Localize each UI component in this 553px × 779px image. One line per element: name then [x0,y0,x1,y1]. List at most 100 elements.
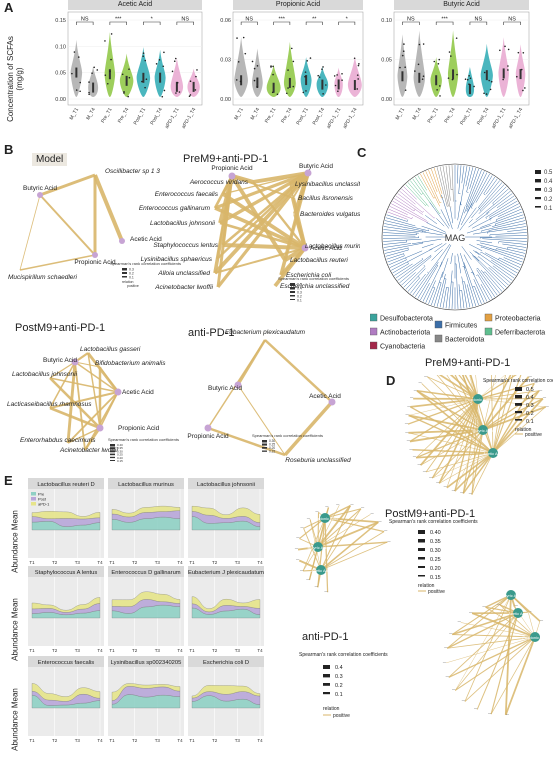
data-point [337,90,339,93]
stream-layer [31,683,101,702]
data-point [79,81,82,84]
circle-network-edge [492,406,546,454]
legend-swatch [515,395,522,399]
tree-branch [466,191,469,193]
circle-network-edge [320,508,362,571]
tree-branch [491,217,525,227]
circle-network-edge [452,633,536,638]
stream-x-tick: T3 [235,738,241,743]
stream-x-tick: T2 [52,648,58,653]
x-tick-label: Post_T4 [312,107,327,126]
node-label: Bacteroides vulgatus [300,211,360,218]
data-point [73,51,76,53]
facet-title-propionic: Propionic Acid [233,0,363,10]
tree-branch [464,281,471,308]
tree-branch [457,201,461,221]
data-point [468,83,470,85]
data-point [176,81,179,84]
tree-branch [488,200,518,218]
data-point [437,62,440,65]
tree-branch [495,223,497,226]
data-point [285,92,288,95]
tree-branch [495,248,497,251]
network-edge [216,172,310,288]
tree-branch [405,184,426,206]
y-tick-label: 0.10 [381,18,392,24]
data-point [451,78,454,81]
data-point [358,63,360,65]
x-tick-label: aPD-1_T1 [491,107,508,130]
legend-swatch [515,411,522,414]
circle-network-taxon-label: — [482,604,486,608]
tree-branch [397,193,423,213]
circle-network-edge [482,375,496,431]
legend-title: Spearman's rank correlation coefficients [108,437,179,442]
tree-branch [480,284,490,301]
circle-network-edge [320,521,379,571]
data-point [447,77,450,79]
network-edge [49,361,76,409]
node-label: Propionic Acid [74,259,116,266]
circle-network-taxon-label: — [452,488,456,492]
network-edge [214,247,306,274]
sig-bracket [76,21,94,25]
circle-network-taxon-label: — [534,380,538,384]
network-edge [39,194,96,256]
scale-value: 0.1 [544,206,553,212]
data-point [305,90,307,92]
data-point [272,65,274,68]
circle-network-taxon-label: — [543,396,547,400]
sig-label: NS [245,17,253,23]
tree-branch [427,271,429,274]
circle-network-edge [415,429,484,459]
violin [136,47,151,97]
stream-layer [191,685,261,699]
data-point [399,66,401,69]
tree-branch [439,166,449,207]
circle-network-edge [446,636,536,664]
data-point [110,33,113,35]
circle-network-edge [510,594,541,622]
data-point [439,95,441,97]
network-edge [279,172,310,276]
tree-branch [433,217,436,219]
tree-branch [384,220,429,232]
circle-network-taxon-label: — [423,469,427,473]
phylum-legend-svg: DesulfobacterotaActinobacteriotaCyanobac… [369,313,545,351]
data-point [502,78,504,81]
sig-bracket [503,21,521,25]
circle-network-edge [452,612,519,636]
tree-branch [464,169,482,214]
circle-network-edge [454,636,536,691]
circle-network-taxon-label: — [462,699,466,703]
tree-branch [474,286,482,305]
tree-branch [394,263,413,276]
node-label: Acetic Acid [130,236,162,243]
data-point [485,93,488,95]
scale-value: 0.5 [544,170,553,176]
legend-value: 0.20 [117,456,123,460]
circle-network-taxon-label: — [407,404,411,408]
stream-legend-swatch [31,497,36,501]
legend-swatch [110,450,115,453]
legend-value: 0.1 [129,276,134,280]
stream-facet-title: Lactobacillus murinus [118,482,174,488]
circle-network-edge [439,452,494,484]
violin-box [401,71,404,82]
tree-branch [383,238,422,242]
stream-facet-title: Eubacterium J plexicaudatum [188,570,264,576]
legend-value: 0.3 [335,674,343,680]
tree-branch [420,173,434,199]
tree-branch [389,206,408,215]
tree-branch [480,269,500,294]
stream-x-tick: T1 [189,648,195,653]
node-label: Enterococcus faecalis [155,191,219,198]
data-point [194,89,197,91]
data-point [161,95,164,98]
stream-legend-swatch [31,502,36,506]
tree-branch [484,271,503,292]
data-point [356,74,359,76]
legend-relation: relation [323,706,340,712]
data-point [256,65,259,67]
tree-branch [469,251,480,262]
